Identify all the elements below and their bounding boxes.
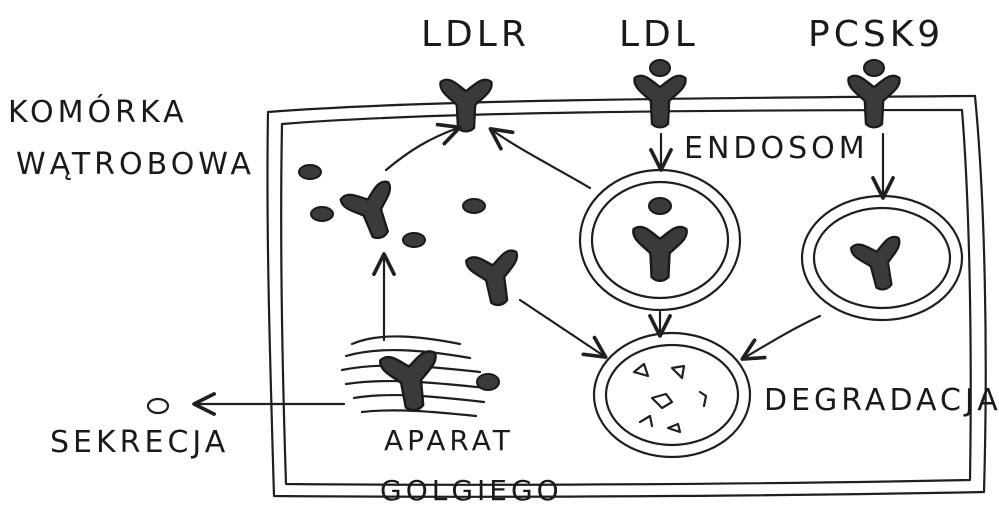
ldlr-label: LDLR	[421, 14, 530, 55]
intracellular-receptor	[340, 180, 406, 246]
ldl-label: LDL	[619, 14, 699, 55]
ldlr-surface-receptor	[440, 80, 491, 132]
arrow-vesicle-to-surface	[386, 128, 458, 170]
vesicle-dot	[299, 165, 321, 179]
arrow-recycle-to-surface	[492, 130, 590, 188]
vesicle-dot	[311, 207, 333, 221]
sekrecja-label: SEKRECJA	[50, 425, 229, 460]
secreted-particle	[148, 399, 168, 413]
vesicle-dot	[403, 233, 425, 247]
pcsk9-particle	[864, 60, 884, 76]
lysosome	[594, 333, 750, 457]
intracellular-receptor	[466, 250, 525, 310]
cell-label-line2: WĄTROBOWA	[16, 147, 255, 182]
ldl-bound-receptor	[634, 76, 685, 128]
ldl-endosome	[580, 170, 740, 310]
ldl-particle	[650, 60, 670, 76]
pcsk9-bound-receptor	[848, 76, 899, 128]
arrow-pcsk9-endosome-to-lysosome	[744, 316, 820, 358]
degradacja-label: DEGRADACJA	[764, 383, 999, 418]
pcsk9-label: PCSK9	[808, 14, 944, 55]
pcsk9-endosome	[802, 196, 962, 320]
hepatocyte-membrane	[267, 96, 985, 497]
golgi-label-line2: GOLGIEGO	[380, 474, 563, 507]
arrow-receptor-to-lysosome	[520, 300, 604, 356]
cell-label-line1: KOMÓRKA	[8, 93, 188, 130]
golgi-label-line1: APARAT	[384, 424, 514, 457]
vesicle-dot	[463, 199, 485, 213]
golgi-apparatus	[342, 336, 499, 416]
endosom-label: ENDOSOM	[684, 131, 869, 166]
